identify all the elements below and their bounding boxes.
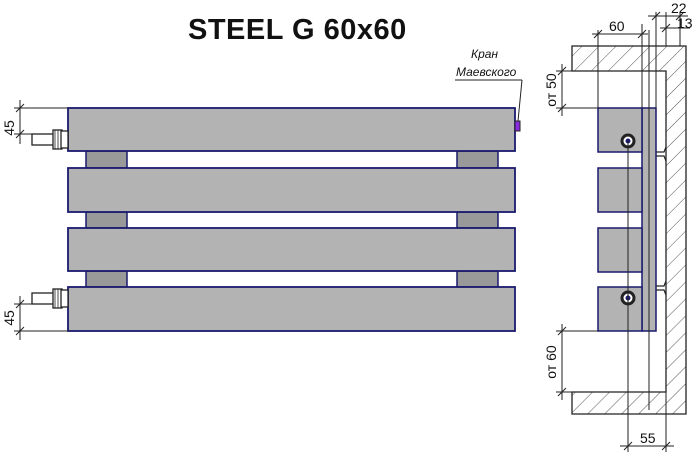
spacer-right-2: [456, 211, 499, 229]
side-panel-sections: [597, 107, 643, 332]
dimension-top-45: [14, 100, 68, 144]
dimension-55-label: 55: [640, 430, 656, 446]
dimension-13-label: 13: [677, 15, 693, 31]
dimension-22-label: 22: [671, 0, 687, 16]
pipe-top: [31, 129, 69, 150]
dimension-bottom-45: [14, 296, 68, 340]
spacers-group: [85, 150, 499, 288]
side-dimension-lines: [556, 11, 690, 452]
pipe-bottom: [31, 288, 69, 309]
spacer-right-1: [456, 150, 499, 169]
side-panel-4: [597, 286, 643, 332]
mayevsky-valve: [455, 79, 523, 132]
panel-3: [67, 227, 516, 272]
dimension-from-60-label: от 60: [543, 345, 559, 379]
valve-label-line2: Маевского: [456, 65, 517, 79]
spacer-right-3: [456, 270, 499, 288]
spacer-left-1: [85, 150, 128, 169]
dimension-from-50-label: от 50: [543, 73, 559, 107]
valve-label-line1: Кран: [471, 47, 498, 61]
side-panel-2: [597, 167, 643, 213]
dimension-bottom-45-label: 45: [1, 310, 17, 326]
panel-2: [67, 167, 516, 213]
dimension-60-label: 60: [609, 18, 625, 34]
dimension-top-45-label: 45: [1, 120, 17, 136]
wall-brackets: [656, 146, 667, 296]
panel-4: [67, 286, 516, 332]
side-panel-1: [597, 107, 643, 153]
panels-group: [67, 107, 516, 332]
panel-1: [67, 107, 516, 152]
product-title: STEEL G 60x60: [188, 14, 407, 46]
spacer-left-2: [85, 211, 128, 229]
side-panel-3: [597, 227, 643, 273]
spacer-left-3: [85, 270, 128, 288]
